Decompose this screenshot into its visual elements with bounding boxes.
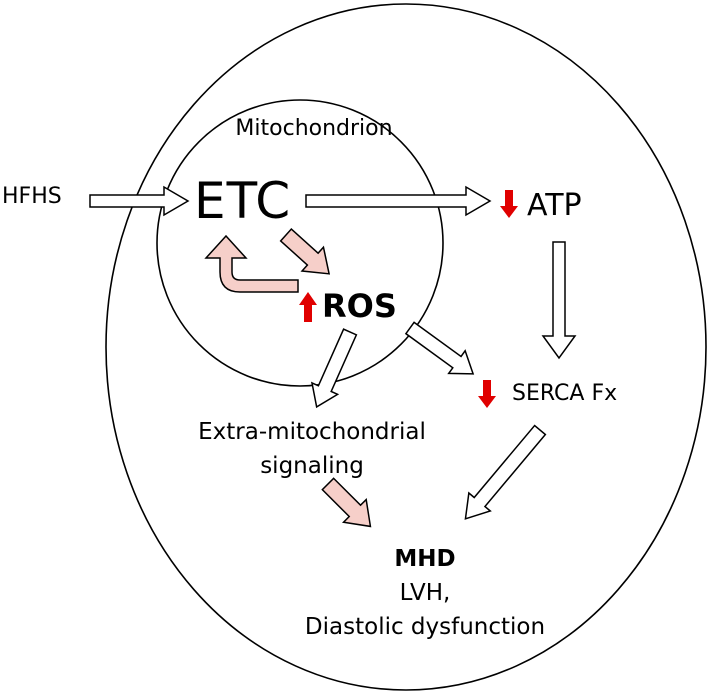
diastolic-dysfunction-label: Diastolic dysfunction xyxy=(304,614,546,640)
hfhs-label: HFHS xyxy=(2,184,62,209)
arrow-atp-to-serca xyxy=(541,241,577,360)
arrow-signaling-to-mhd xyxy=(321,477,372,528)
arrow-serca-to-mhd xyxy=(464,424,547,520)
mitochondrion-label: Mitochondrion xyxy=(235,116,393,141)
extra-mitochondrial-label: Extra-mitochondrial xyxy=(198,419,426,445)
atp-decrease-icon xyxy=(500,190,518,218)
lvh-label: LVH, xyxy=(399,580,451,606)
arrow-hfhs-to-etc xyxy=(89,185,190,217)
arrow-etc-to-ros xyxy=(279,227,331,275)
mitochondrion-circle xyxy=(156,99,444,387)
serca-label: SERCA Fx xyxy=(512,381,618,406)
cell-outline xyxy=(105,3,707,691)
arrow-etc-to-atp xyxy=(305,185,492,217)
etc-label: ETC xyxy=(194,172,292,230)
serca-decrease-icon xyxy=(478,380,496,408)
ros-label: ROS xyxy=(322,287,397,325)
mhd-label: MHD xyxy=(394,546,456,572)
atp-label: ATP xyxy=(527,188,582,223)
arrow-ros-to-serca xyxy=(404,321,475,375)
arrow-ros-feedback xyxy=(204,234,299,293)
arrow-ros-to-extra xyxy=(310,328,358,409)
ros-increase-icon xyxy=(299,292,317,322)
signaling-label: signaling xyxy=(260,453,364,479)
